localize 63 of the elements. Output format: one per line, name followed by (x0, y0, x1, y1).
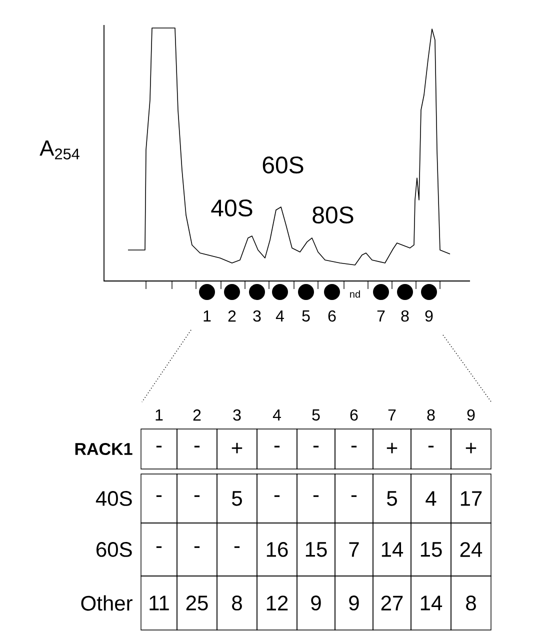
table-cell: 7 (334, 522, 374, 576)
table-cell: - (256, 428, 298, 470)
column-number: 5 (312, 409, 320, 421)
row-label: 60S (96, 542, 132, 557)
fraction-number: 3 (253, 310, 261, 322)
fraction-number: 2 (228, 310, 236, 322)
table-cell: 12 (256, 576, 298, 630)
table-cell: 14 (410, 576, 452, 630)
fraction-number: 6 (328, 310, 336, 322)
table-cell: 24 (450, 522, 492, 576)
table-cell: + (450, 428, 492, 470)
table-cell: - (140, 522, 178, 576)
table-cell: 11 (140, 576, 178, 630)
fraction-number: 4 (276, 310, 284, 322)
table-cell: 25 (176, 576, 218, 630)
column-number: 4 (272, 410, 281, 420)
column-number: 8 (427, 409, 435, 421)
table-cell: 8 (216, 576, 258, 630)
axis-label: A$_{254}$ (40, 140, 80, 160)
fraction-number: 7 (377, 310, 385, 322)
table-cell: 5 (372, 474, 412, 524)
table-cell: - (216, 522, 258, 576)
peak-label: 40S (211, 200, 252, 216)
table-cell: 8 (450, 576, 492, 630)
fraction-label: nd (350, 290, 360, 298)
column-number: 6 (350, 409, 358, 421)
table-cell: - (410, 428, 452, 470)
column-number: 3 (233, 409, 241, 421)
table-cell: 9 (334, 576, 374, 630)
row-label: Other (81, 595, 132, 611)
column-number: 1 (156, 410, 163, 420)
column-number: 7 (388, 410, 396, 420)
peak-label: 80S (312, 206, 354, 224)
table-cell: - (296, 428, 336, 470)
table-cell: 5 (216, 474, 258, 524)
table-cell: - (176, 474, 218, 524)
table-cell: - (140, 428, 178, 470)
table-cell: 4 (410, 474, 452, 524)
table-cell: - (334, 428, 374, 470)
table-cell: - (140, 474, 178, 524)
fraction-number: 5 (302, 310, 310, 322)
table-cell: 27 (372, 576, 412, 630)
fraction-number: 9 (425, 310, 433, 322)
table-cell: - (176, 428, 218, 470)
table-cell: 15 (410, 522, 452, 576)
table-cell: - (256, 474, 298, 524)
table-cell: 17 (450, 474, 492, 524)
table-cell: - (176, 522, 218, 576)
row-label: 40S (96, 491, 132, 506)
fraction-number: 8 (401, 310, 409, 322)
column-number: 2 (193, 409, 201, 421)
peak-label: 60S (262, 156, 304, 174)
table-cell: 9 (296, 576, 336, 630)
table-cell: - (296, 474, 336, 524)
column-number: 9 (467, 409, 475, 421)
table-cell: + (372, 428, 412, 470)
fraction-number: 1 (204, 310, 211, 322)
row-label: RACK1 (75, 442, 132, 456)
table-cell: 14 (372, 522, 412, 576)
table-cell: - (334, 474, 374, 524)
table-cell: 16 (256, 522, 298, 576)
table-cell: 15 (296, 522, 336, 576)
table-cell: + (216, 428, 258, 470)
